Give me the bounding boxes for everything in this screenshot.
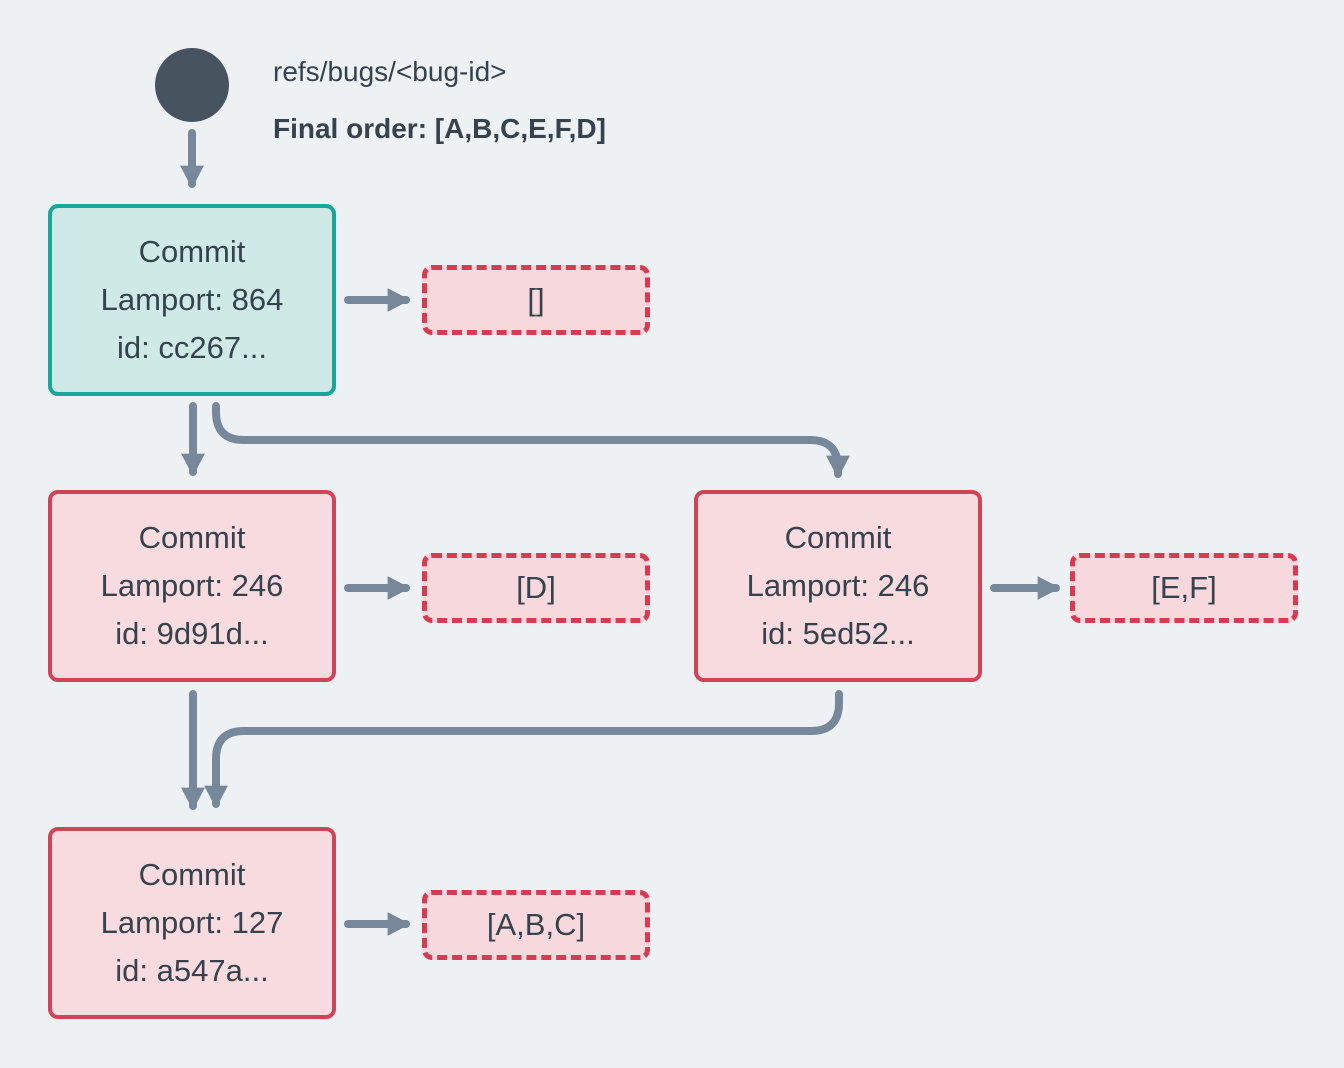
arrow-head-to-right	[212, 402, 850, 479]
commit-node-head: Commit Lamport: 864 id: cc267...	[48, 204, 336, 396]
commit-lamport: Lamport: 864	[100, 282, 284, 317]
payload-value: []	[527, 282, 545, 317]
commit-id: id: 9d91d...	[115, 616, 269, 651]
arrow-right-to-merge	[204, 690, 843, 809]
ref-label: refs/bugs/<bug-id>	[273, 56, 507, 87]
ref-node-circle-icon	[155, 48, 229, 122]
final-order-label: Final order: [A,B,C,E,F,D]	[273, 113, 606, 144]
commit-node-merge: Commit Lamport: 127 id: a547a...	[48, 827, 336, 1019]
payload-box-right: [E,F]	[1070, 553, 1298, 623]
payload-box-merge: [A,B,C]	[422, 890, 650, 960]
commit-node-left: Commit Lamport: 246 id: 9d91d...	[48, 490, 336, 682]
payload-value: [E,F]	[1151, 570, 1217, 605]
commit-title: Commit	[138, 857, 246, 892]
commit-title: Commit	[784, 520, 892, 555]
commit-title: Commit	[138, 520, 246, 555]
payload-box-left: [D]	[422, 553, 650, 623]
commit-lamport: Lamport: 127	[100, 905, 284, 940]
commit-title: Commit	[138, 234, 246, 269]
commit-id: id: cc267...	[117, 330, 267, 365]
commit-node-right: Commit Lamport: 246 id: 5ed52...	[694, 490, 982, 682]
payload-value: [D]	[516, 570, 556, 605]
commit-lamport: Lamport: 246	[100, 568, 284, 603]
payload-box-head: []	[422, 265, 650, 335]
commit-id: id: a547a...	[115, 953, 269, 988]
commit-lamport: Lamport: 246	[746, 568, 930, 603]
payload-value: [A,B,C]	[486, 907, 586, 942]
commit-id: id: 5ed52...	[761, 616, 915, 651]
